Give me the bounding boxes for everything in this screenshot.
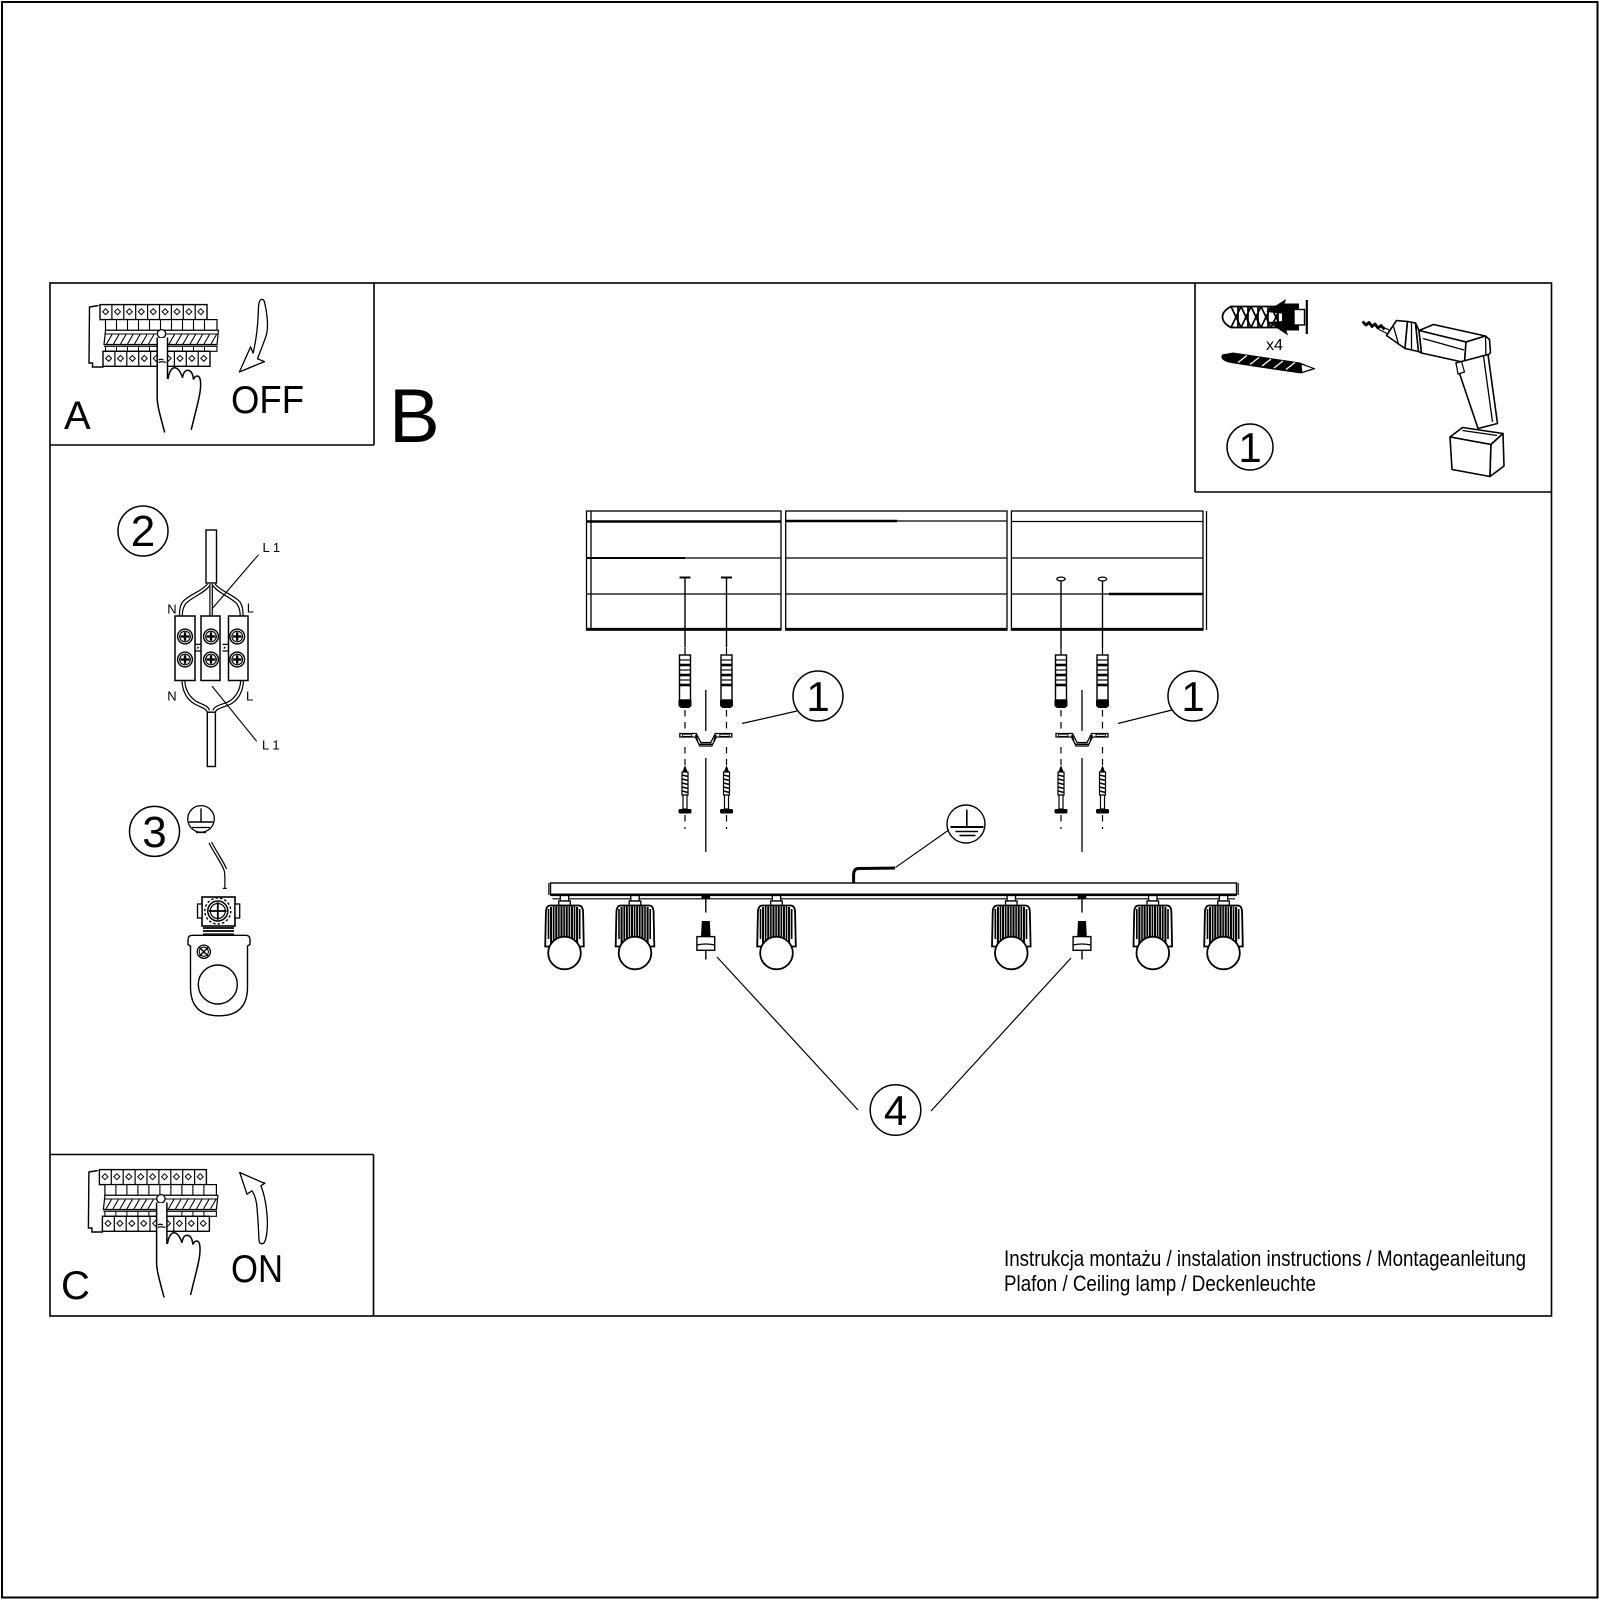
svg-text:1: 1 — [1181, 673, 1204, 720]
svg-text:L: L — [246, 688, 253, 703]
svg-text:OFF: OFF — [231, 379, 304, 422]
svg-text:1: 1 — [1238, 424, 1261, 471]
svg-text:3: 3 — [142, 808, 166, 857]
svg-text:L: L — [247, 601, 254, 616]
svg-text:x4: x4 — [1266, 337, 1283, 354]
svg-text:N: N — [167, 601, 176, 616]
svg-text:Plafon / Ceiling lamp / Decken: Plafon / Ceiling lamp / Deckenleuchte — [1004, 1271, 1316, 1296]
svg-text:A: A — [64, 394, 91, 438]
svg-text:ON: ON — [231, 1248, 283, 1291]
svg-text:Instrukcja montażu / instalati: Instrukcja montażu / instalation instruc… — [1004, 1246, 1526, 1271]
svg-text:C: C — [61, 1264, 90, 1308]
svg-text:1: 1 — [806, 673, 829, 720]
svg-text:B: B — [389, 374, 440, 459]
svg-text:2: 2 — [131, 507, 155, 556]
svg-text:L 1: L 1 — [262, 738, 280, 753]
svg-text:4: 4 — [884, 1087, 907, 1134]
svg-text:L 1: L 1 — [263, 540, 281, 555]
svg-text:N: N — [167, 688, 176, 703]
